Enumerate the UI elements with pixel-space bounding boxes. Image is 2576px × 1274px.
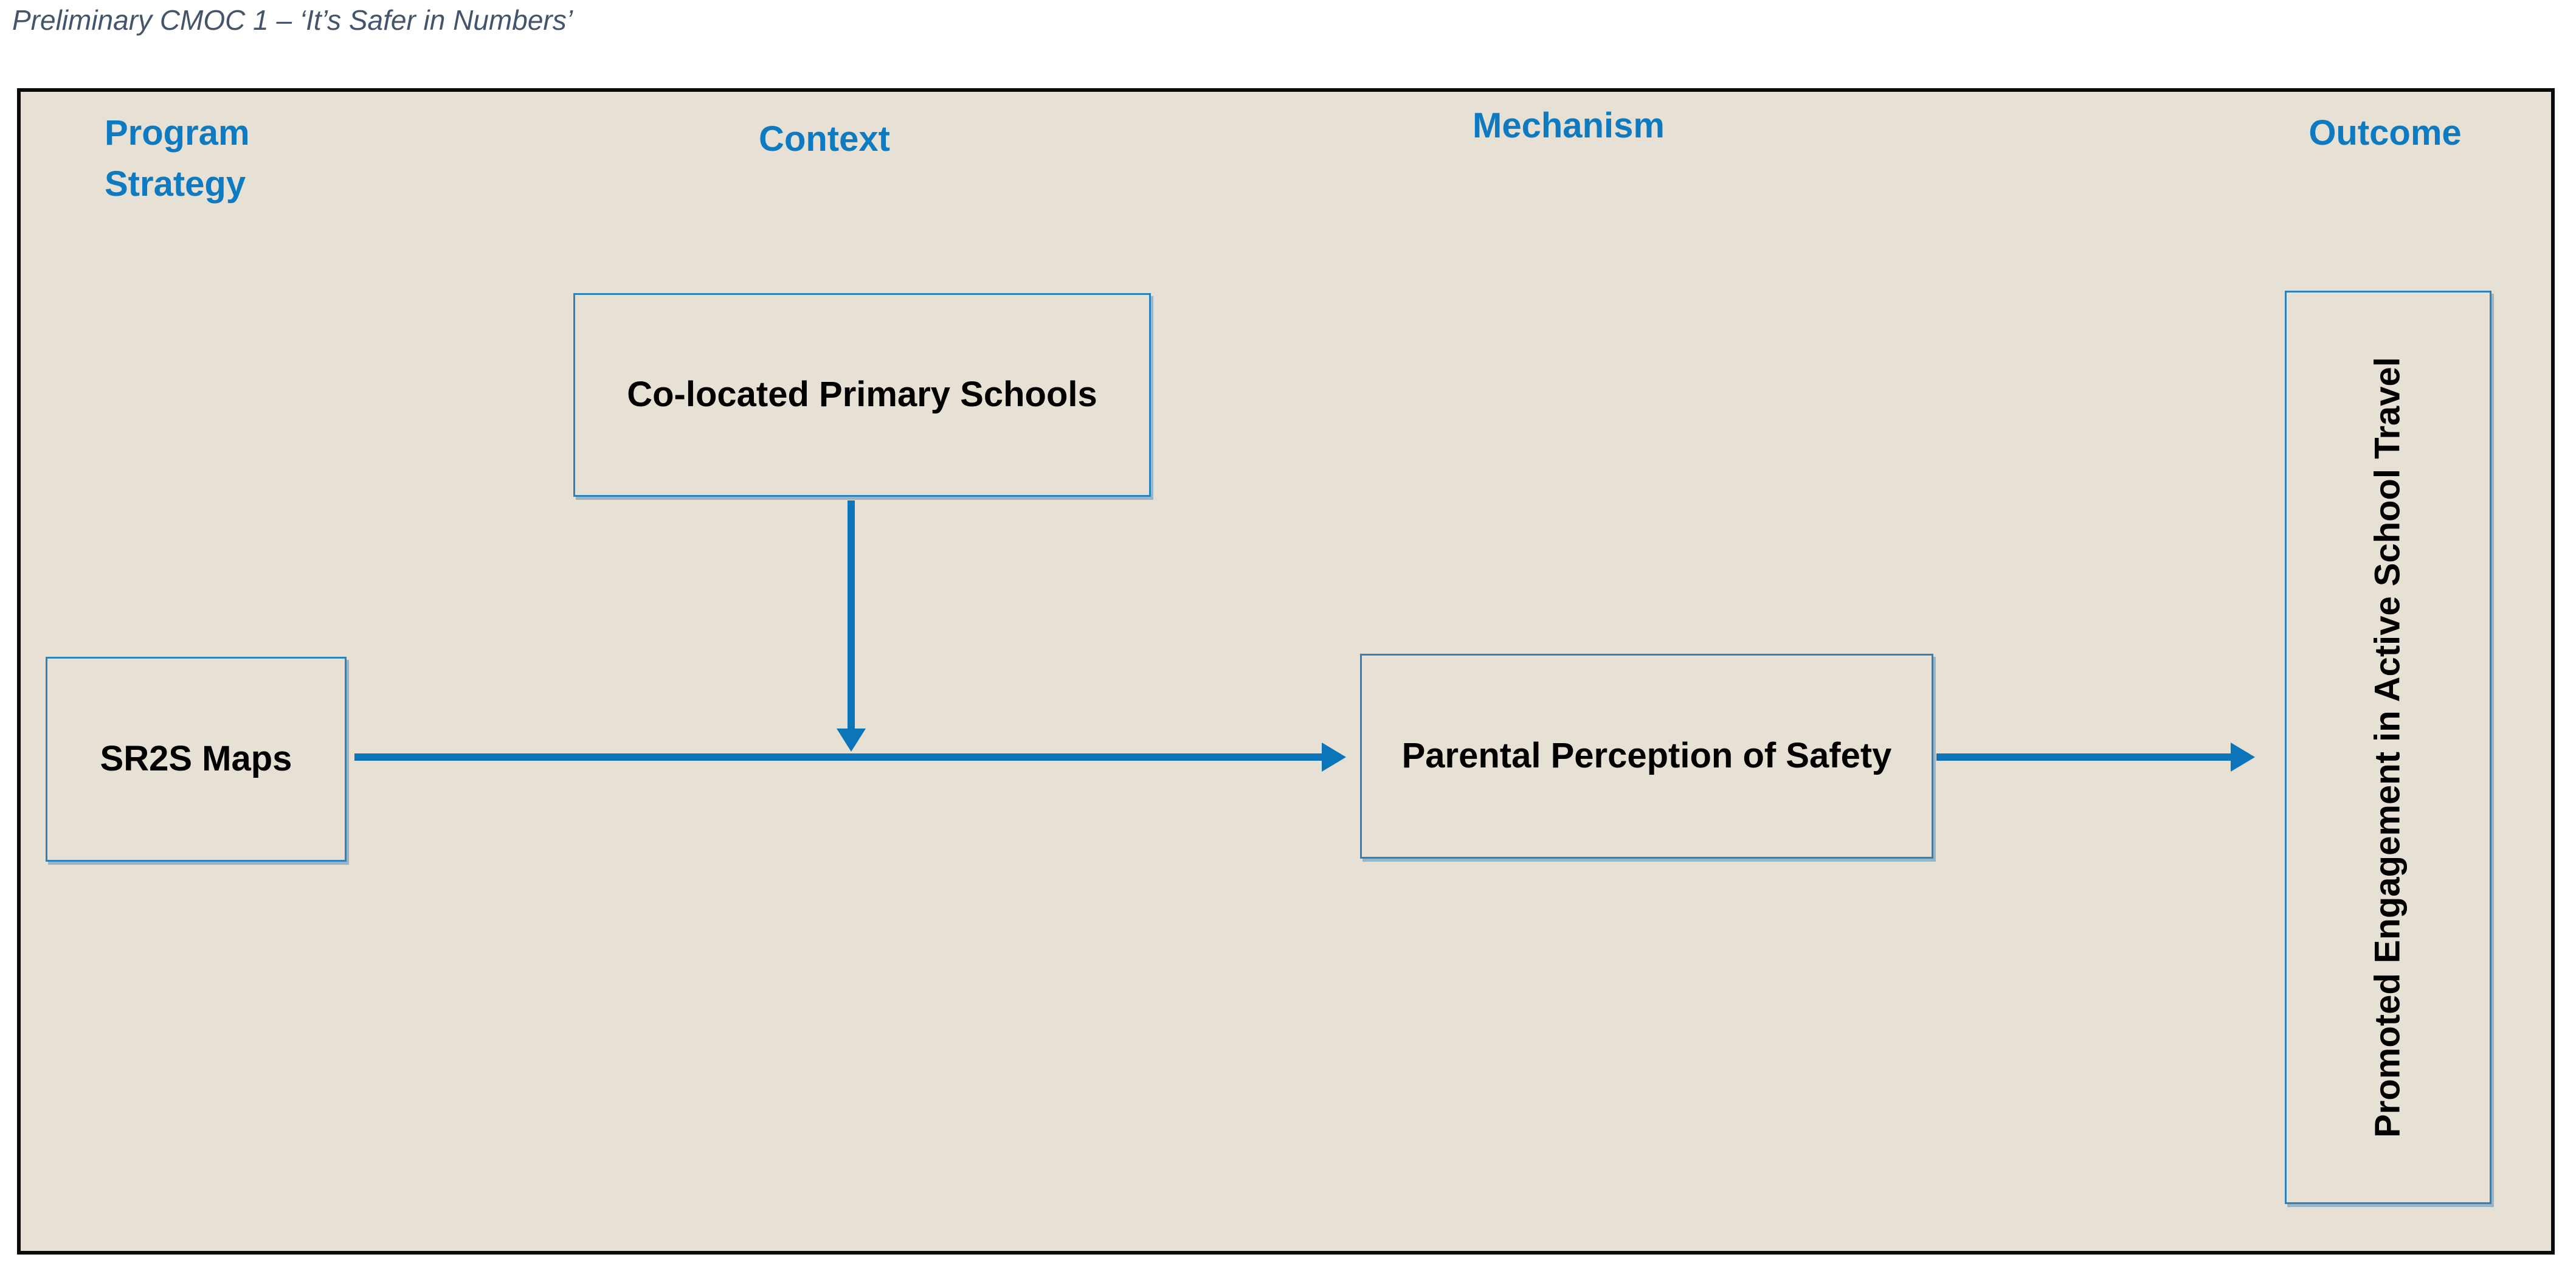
arrowhead-icon-parental-to-outcome bbox=[2231, 743, 2255, 772]
column-header-mechanism: Mechanism bbox=[1473, 106, 1665, 145]
arrow-line-colocated-to-main-arrow bbox=[848, 500, 855, 729]
column-header-context: Context bbox=[759, 119, 890, 159]
arrowhead-icon-sr2s-to-parental bbox=[1322, 743, 1346, 772]
cmoc-diagram-canvas: Program Strategy Context Mechanism Outco… bbox=[17, 88, 2555, 1255]
node-co-located-primary-schools: Co-located Primary Schools bbox=[573, 293, 1151, 497]
column-header-program-strategy: Program Strategy bbox=[105, 113, 250, 204]
arrowhead-icon-colocated-down bbox=[837, 729, 866, 752]
node-label-promoted-engagement-outcome: Promoted Engagement in Active School Tra… bbox=[2367, 357, 2408, 1138]
column-header-outcome: Outcome bbox=[2308, 113, 2462, 153]
node-label-parental-perception-of-safety: Parental Perception of Safety bbox=[1401, 736, 1892, 776]
arrow-line-sr2s-to-parental bbox=[354, 753, 1322, 761]
node-promoted-engagement-outcome: Promoted Engagement in Active School Tra… bbox=[2285, 291, 2491, 1204]
node-label-sr2s-maps: SR2S Maps bbox=[100, 739, 292, 779]
node-label-co-located-primary-schools: Co-located Primary Schools bbox=[627, 375, 1097, 415]
node-parental-perception-of-safety: Parental Perception of Safety bbox=[1360, 654, 1933, 859]
node-sr2s-maps: SR2S Maps bbox=[46, 657, 347, 862]
arrow-line-parental-to-outcome bbox=[1936, 753, 2231, 761]
page-title: Preliminary CMOC 1 – ‘It’s Safer in Numb… bbox=[12, 4, 573, 36]
